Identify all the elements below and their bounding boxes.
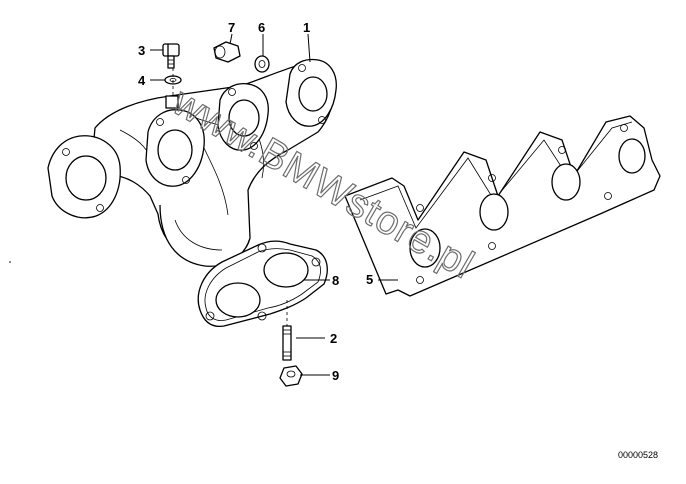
- nut: [279, 365, 303, 387]
- bolt: [162, 43, 180, 69]
- callouts: 1 2 3 4 5 6 7 8 9: [138, 20, 373, 383]
- callout-1: 1: [303, 20, 310, 35]
- callout-8: 8: [332, 273, 339, 288]
- callout-3: 3: [138, 43, 145, 58]
- callout-5: 5: [366, 272, 373, 287]
- callout-4: 4: [138, 73, 146, 88]
- sleeve-nut: [213, 41, 241, 63]
- stray-dot: [9, 261, 11, 263]
- exhaust-manifold: [47, 58, 337, 267]
- manifold-gasket: [344, 115, 661, 297]
- callout-6: 6: [258, 20, 265, 35]
- callout-9: 9: [332, 368, 339, 383]
- flange-gasket: [197, 240, 328, 328]
- washer-6: [254, 55, 270, 73]
- leader-lines: [150, 33, 398, 376]
- stud: [282, 325, 292, 361]
- callout-7: 7: [228, 20, 235, 35]
- callout-2: 2: [330, 331, 337, 346]
- part-number: 00000528: [618, 450, 658, 460]
